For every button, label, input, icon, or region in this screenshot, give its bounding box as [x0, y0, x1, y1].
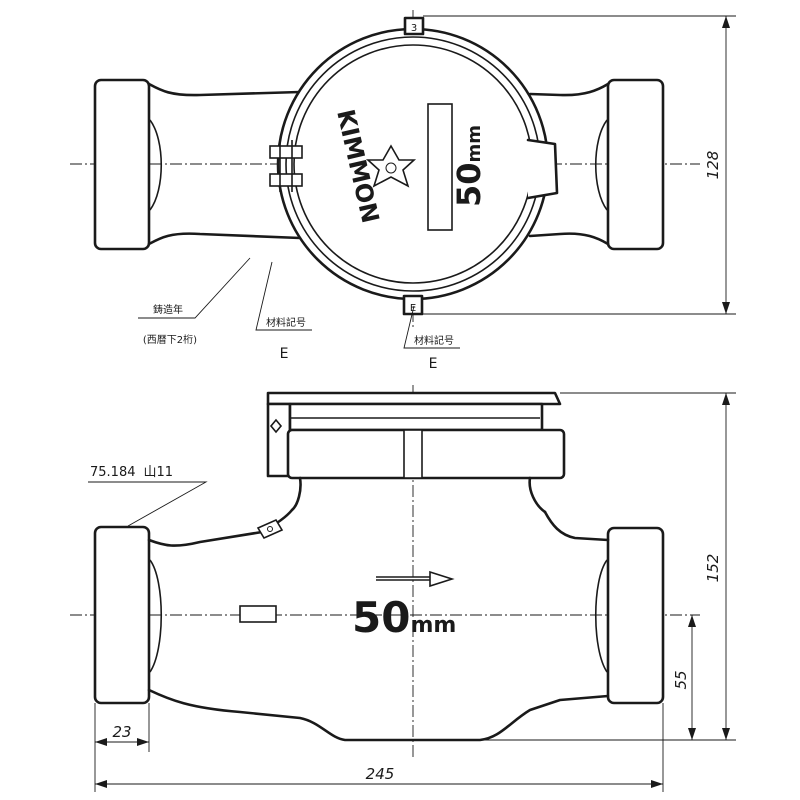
label-year-line1: 鋳造年: [153, 303, 183, 316]
thread-label: 75.184 山11: [90, 465, 173, 480]
top-seal-lug-bottom: [402, 294, 424, 316]
star-logo-icon: [365, 144, 417, 188]
side-right-neck-curve: [594, 559, 608, 673]
side-left-neck-curve: [149, 559, 163, 673]
dim-55-arrow-bottom: [688, 728, 696, 740]
top-body-upper-left: [147, 82, 302, 97]
top-hinge-lower: [269, 173, 303, 187]
leader-year: [138, 257, 251, 319]
leader-material-right: [403, 305, 460, 349]
dim-55-arrow-top: [688, 615, 696, 627]
top-lug-mark-top: 3: [411, 23, 417, 34]
top-view: 3 E KIMMON 50mm 128 鋳造年 (西暦下2桁) 材料記号 E 材…: [70, 10, 736, 372]
side-body-top-left: [147, 508, 294, 547]
top-size-text: 50mm: [450, 125, 488, 207]
dim-55-text: 55: [672, 670, 690, 689]
side-body-top-right: [543, 510, 610, 542]
top-body-lower-left: [147, 232, 302, 246]
side-lid-top: [266, 391, 562, 406]
dim-245-arrow-right: [651, 780, 663, 788]
label-material-left: 材料記号: [266, 316, 306, 329]
side-right-flange: [606, 526, 665, 705]
dim-152-text: 152: [704, 554, 722, 583]
top-hinge-upper: [269, 145, 303, 159]
side-register-lug: [403, 429, 423, 479]
side-size-text: 50mm: [352, 593, 456, 642]
top-outer-ring: [276, 27, 550, 301]
top-left-neck-curve: [149, 119, 163, 211]
side-register-housing: [286, 428, 566, 480]
leader-thread: [88, 481, 208, 527]
dim-23-text: 23: [112, 723, 131, 741]
top-body-upper-right: [528, 82, 610, 97]
top-seal-lug-top: [403, 16, 425, 36]
thread-label-size: 75.184: [90, 465, 136, 480]
side-size-num: 50: [352, 593, 410, 642]
side-neck-left: [290, 476, 302, 512]
side-body-bottom: [147, 688, 610, 742]
label-material-left-code: E: [280, 346, 289, 362]
top-left-flange: [93, 78, 151, 251]
dim-23-arrow-right: [137, 738, 149, 746]
dim-128-arrow-bottom: [722, 302, 730, 314]
side-view: 50mm 75.184 山11 152 55 23 245: [70, 385, 736, 792]
label-material-right-code: E: [429, 356, 438, 372]
label-year-line2: (西暦下2桁): [143, 333, 197, 346]
side-size-unit: mm: [410, 613, 456, 638]
dim-245-text: 245: [366, 765, 395, 783]
label-material-right: 材料記号: [414, 334, 454, 347]
side-small-boss: [256, 518, 284, 540]
dim-23-arrow-left: [95, 738, 107, 746]
top-lid-clip-right: [526, 138, 559, 200]
side-left-flange: [93, 525, 151, 705]
side-boss-hole: [267, 526, 273, 532]
top-size-unit: mm: [464, 125, 485, 163]
side-neck-right: [528, 476, 547, 514]
dim-245-arrow-left: [95, 780, 107, 788]
side-name-plate: [239, 605, 277, 623]
top-right-flange: [606, 78, 665, 251]
thread-label-spec: 山11: [144, 465, 174, 480]
dim-128-text: 128: [704, 151, 722, 180]
dim-128-arrow-top: [722, 16, 730, 28]
dim-152-arrow-bottom: [722, 728, 730, 740]
top-display-window: [427, 103, 453, 231]
flow-direction-arrow-icon: [376, 570, 455, 588]
top-body-lower-right: [528, 232, 610, 246]
top-right-neck-curve: [594, 119, 608, 211]
side-lid-hinge-icon: [269, 418, 283, 434]
side-lid-rim: [288, 402, 544, 432]
dim-152-arrow-top: [722, 393, 730, 405]
leader-material-left: [255, 261, 312, 331]
top-size-num: 50: [450, 162, 488, 207]
